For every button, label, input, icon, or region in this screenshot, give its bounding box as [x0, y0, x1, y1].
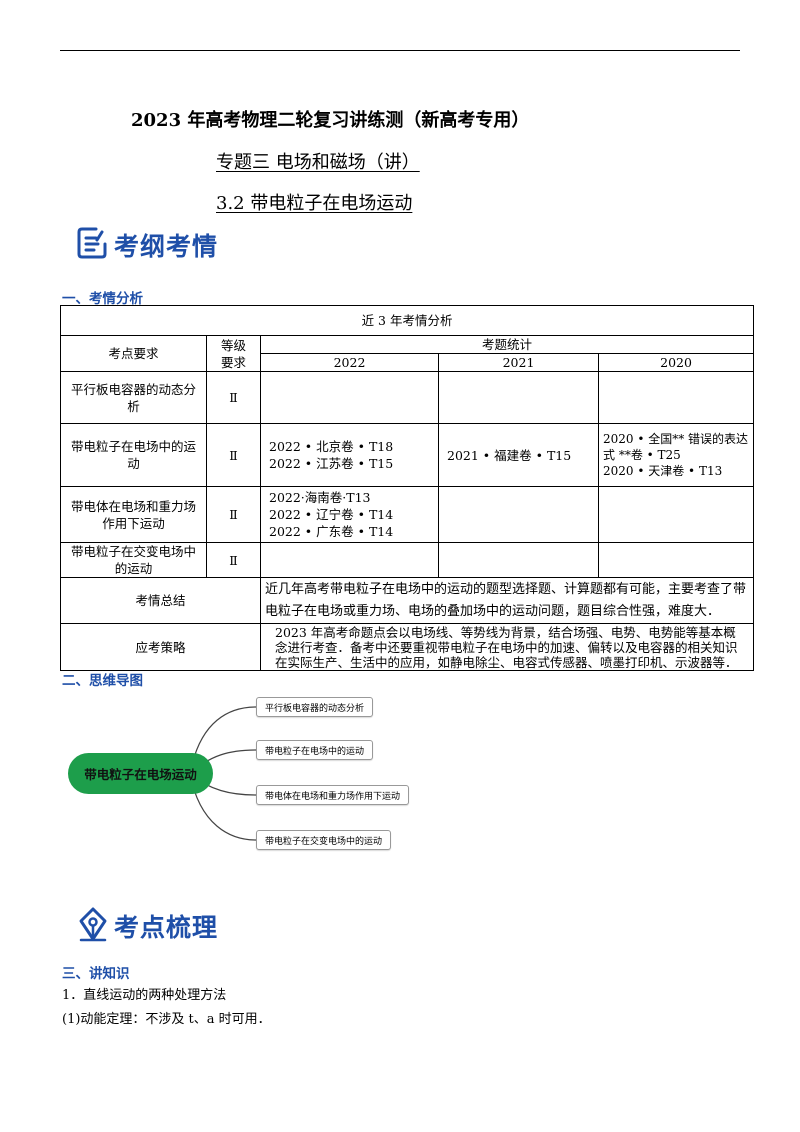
mindmap-branch: 带电粒子在交变电场中的运动	[256, 830, 392, 850]
table-caption: 近 3 年考情分析	[59, 305, 755, 336]
section-heading-knowledge: 三、讲知识	[62, 966, 130, 982]
mindmap-branch: 平行板电容器的动态分析	[256, 697, 374, 717]
header-point: 考点要求	[60, 335, 207, 372]
top-rule	[60, 50, 740, 51]
row-topic: 带电粒子在电场中的运动	[60, 423, 207, 487]
exam-ref: 2022 • 辽宁卷 • T14	[269, 507, 394, 522]
row-topic: 平行板电容器的动态分析	[60, 371, 207, 424]
exam-ref: 2022·海南卷·T13	[269, 490, 371, 505]
banner-exam-outline-label: 考纲考情	[114, 232, 219, 261]
exam-ref: 2022 • 北京卷 • T18	[269, 439, 394, 454]
exam-ref: 2022 • 江苏卷 • T15	[269, 456, 394, 471]
topic-subtitle: 专题三 电场和磁场（讲）	[216, 152, 420, 173]
exam-analysis-table: 近 3 年考情分析 考点要求 等级要求 考题统计 2022 2021 2020 …	[59, 305, 755, 671]
body-text-line: 1．直线运动的两种处理方法	[62, 988, 227, 1003]
section-heading-analysis: 一、考情分析	[62, 291, 143, 307]
exam-ref: 2020 • 全国** 错误的表达式 **卷 • T25	[603, 432, 749, 462]
banner-key-points-label: 考点梳理	[114, 913, 219, 942]
row-topic: 带电粒子在交变电场中的运动	[60, 542, 207, 578]
strategy-text: 2023 年高考命题点会以电场线、等势线为背景，结合场强、电势、电势能等基本概念…	[259, 623, 755, 671]
table-row: 带电粒子在电场中的运动 Ⅱ 2022 • 北京卷 • T18 2022 • 江苏…	[60, 423, 755, 487]
section-heading-mindmap: 二、思维导图	[62, 673, 143, 689]
exam-ref: 2022 • 广东卷 • T14	[269, 524, 394, 539]
row-level: Ⅱ	[206, 486, 261, 543]
exam-ref: 2021 • 福建卷 • T15	[447, 447, 572, 463]
mindmap-root: 带电粒子在电场运动	[68, 753, 213, 794]
header-year-2020: 2020	[597, 353, 755, 372]
row-level: Ⅱ	[206, 542, 261, 578]
row-level: Ⅱ	[206, 423, 261, 487]
page-title: 2023 年高考物理二轮复习讲练测（新高考专用）	[131, 110, 530, 131]
banner-exam-outline: 考纲考情	[76, 226, 218, 264]
header-year-2021: 2021	[438, 353, 599, 372]
strategy-label: 应考策略	[60, 623, 261, 671]
mindmap-branch: 带电体在电场和重力场作用下运动	[256, 785, 410, 805]
summary-label: 考情总结	[60, 577, 261, 624]
pen-nib-icon	[78, 906, 108, 946]
header-year-2022: 2022	[260, 353, 439, 372]
section-title: 3.2 带电粒子在电场运动	[216, 193, 413, 214]
body-text-line: (1)动能定理：不涉及 t、a 时可用．	[62, 1012, 271, 1027]
header-level: 等级要求	[206, 335, 261, 372]
document-list-icon	[76, 226, 108, 264]
row-topic: 带电体在电场和重力场作用下运动	[60, 486, 207, 543]
table-row: 平行板电容器的动态分析 Ⅱ	[60, 371, 755, 424]
summary-text: 近几年高考带电粒子在电场中的运动的题型选择题、计算题都有可能，主要考查了带电粒子…	[259, 577, 755, 624]
table-row: 带电体在电场和重力场作用下运动 Ⅱ 2022·海南卷·T13 2022 • 辽宁…	[60, 486, 755, 543]
row-level: Ⅱ	[206, 371, 261, 424]
header-stats: 考题统计	[259, 335, 755, 354]
mindmap-branch: 带电粒子在电场中的运动	[256, 740, 374, 760]
banner-key-points: 考点梳理	[78, 906, 218, 946]
exam-ref: 2020 • 天津卷 • T13	[603, 464, 723, 478]
table-row: 带电粒子在交变电场中的运动 Ⅱ	[60, 542, 755, 578]
